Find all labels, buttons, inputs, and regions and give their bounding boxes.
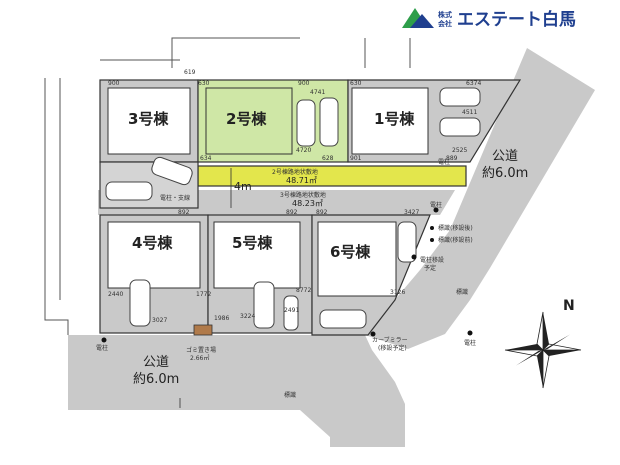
dim-900: 900 bbox=[298, 80, 310, 87]
pole-branch-label: 電柱・支線 bbox=[160, 194, 190, 202]
logo-prefix-2: 会社 bbox=[438, 19, 452, 28]
pole-label-east: 電柱 bbox=[430, 201, 442, 209]
easement-3-name: 3号棟路地状敷地 bbox=[280, 191, 326, 199]
lot-3-label: 3号棟 bbox=[128, 110, 169, 128]
lot-1-label: 1号棟 bbox=[374, 110, 415, 128]
dim-3126: 3126 bbox=[390, 289, 405, 296]
utility-pole-icon bbox=[101, 337, 107, 343]
compass-rose bbox=[504, 311, 582, 389]
dim-900: 900 bbox=[108, 80, 120, 87]
south-road bbox=[68, 335, 405, 447]
dim-892: 892 bbox=[178, 209, 190, 216]
pole-label-corner: 電柱 bbox=[464, 339, 476, 347]
easement-3-area: 48.23㎡ bbox=[292, 199, 323, 208]
dim-3027: 3027 bbox=[152, 317, 167, 324]
car-icon bbox=[319, 97, 339, 147]
east-road-label: 公道 bbox=[492, 149, 518, 164]
sign-icon bbox=[430, 226, 434, 230]
sign-moved-label: 標識(移設後) bbox=[438, 224, 473, 232]
dim-8772: 8772 bbox=[296, 287, 311, 294]
houses bbox=[107, 87, 429, 297]
dim-4720: 4720 bbox=[296, 147, 311, 154]
car-icon bbox=[319, 309, 367, 329]
dim-892: 892 bbox=[316, 209, 328, 216]
dimension-values: 900 630 619 900 630 6374 4741 4720 4511 … bbox=[108, 69, 481, 324]
dim-3224: 3224 bbox=[240, 313, 255, 320]
dim-630: 630 bbox=[350, 80, 362, 87]
lot-5-label: 5号棟 bbox=[232, 234, 273, 252]
house-2 bbox=[205, 87, 293, 155]
lot-2-label: 2号棟 bbox=[226, 110, 267, 128]
dim-2525: 2525 bbox=[452, 147, 467, 154]
south-road-width: 約6.0m bbox=[133, 372, 179, 387]
dim-1986: 1986 bbox=[214, 315, 229, 322]
compass-north: N bbox=[563, 298, 575, 314]
lot-6-label: 6号棟 bbox=[330, 243, 371, 261]
sign-icon bbox=[430, 238, 434, 242]
logo-prefix-1: 株式 bbox=[438, 10, 452, 19]
dim-6374: 6374 bbox=[466, 80, 481, 87]
pole-label-south: 電柱 bbox=[96, 344, 108, 352]
house-5 bbox=[213, 221, 301, 289]
house-3 bbox=[107, 87, 191, 155]
east-road-width: 約6.0m bbox=[482, 166, 528, 181]
utility-pole-icon bbox=[370, 331, 376, 337]
garbage-area: 2.66㎡ bbox=[190, 354, 209, 362]
dim-630: 630 bbox=[198, 80, 210, 87]
dim-4511: 4511 bbox=[462, 109, 477, 116]
garbage-name: ゴミ置き場 bbox=[186, 346, 216, 354]
pole-label-top: 電柱 bbox=[438, 158, 450, 166]
car-icon bbox=[296, 99, 316, 147]
car-icon bbox=[253, 281, 275, 329]
pole-relocate-label: 電柱移設 bbox=[420, 256, 444, 264]
dim-892: 892 bbox=[286, 209, 298, 216]
house-6 bbox=[317, 221, 397, 297]
dim-3427: 3427 bbox=[404, 209, 419, 216]
cars bbox=[105, 87, 481, 331]
dim-2440: 2440 bbox=[108, 291, 123, 298]
dim-634: 634 bbox=[200, 155, 212, 162]
poles bbox=[101, 207, 473, 343]
utility-pole-icon bbox=[411, 254, 417, 260]
easement-2-area: 48.71㎡ bbox=[286, 176, 317, 185]
car-icon bbox=[439, 87, 481, 107]
dim-889: 889 bbox=[446, 155, 458, 162]
car-icon bbox=[129, 279, 151, 327]
house-1 bbox=[351, 87, 429, 155]
south-road-label: 公道 bbox=[143, 355, 169, 370]
dimension-lines bbox=[179, 168, 232, 408]
curve-mirror-label: カーブミラー bbox=[372, 336, 408, 344]
curve-mirror-note: (移設予定) bbox=[378, 344, 407, 352]
marker-label-south: 標識 bbox=[284, 391, 296, 399]
logo: 株式 会社 エステート白馬 bbox=[402, 8, 576, 30]
sign-before-label: 標識(移設前) bbox=[438, 236, 473, 244]
pole-relocate-note: 予定 bbox=[424, 264, 436, 272]
easement-2-name: 2号棟路地状敷地 bbox=[272, 168, 318, 176]
dim-1772: 1772 bbox=[196, 291, 211, 298]
dim-2491: 2491 bbox=[284, 307, 299, 314]
neighbor-lines bbox=[44, 37, 411, 335]
car-icon bbox=[151, 156, 193, 186]
logo-company-name: エステート白馬 bbox=[457, 9, 576, 30]
east-road bbox=[365, 48, 595, 349]
car-icon bbox=[439, 117, 481, 137]
house-4 bbox=[107, 221, 201, 289]
car-icon bbox=[397, 221, 417, 263]
dim-619: 619 bbox=[184, 69, 196, 76]
dim-628: 628 bbox=[322, 155, 334, 162]
dim-4741: 4741 bbox=[310, 89, 325, 96]
easement-width: 4m bbox=[234, 180, 252, 193]
garbage-spot bbox=[193, 324, 213, 336]
utility-pole-icon bbox=[433, 207, 439, 213]
marker-label-east: 標識 bbox=[456, 288, 468, 296]
utility-pole-icon bbox=[467, 330, 473, 336]
car-icon bbox=[105, 181, 153, 201]
dim-901: 901 bbox=[350, 155, 362, 162]
roads bbox=[68, 48, 595, 447]
car-icon bbox=[283, 295, 299, 331]
lot-4-label: 4号棟 bbox=[132, 234, 173, 252]
